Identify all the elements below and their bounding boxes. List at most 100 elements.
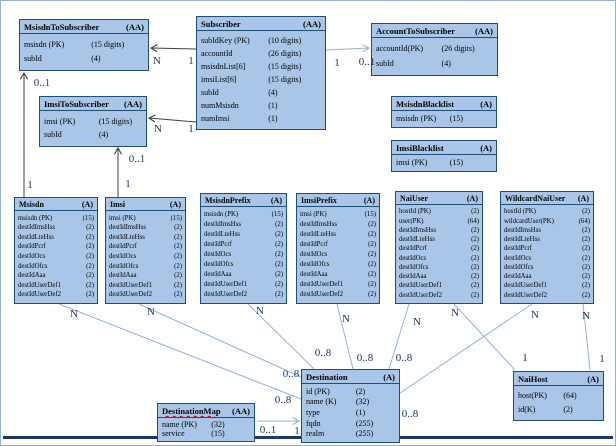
field-row: destIdPcrf(2) (109, 243, 182, 250)
field-name: id (PK) (306, 386, 330, 396)
field-size: (2) (368, 221, 376, 228)
entity-msisdn-prefix: MsisdnPrefix(A)msisdn (PK)(15)destIdImsH… (200, 193, 287, 304)
field-row: destIdOcs(2) (504, 255, 590, 262)
field-name: destIdOfcs (300, 261, 330, 268)
field-size: (15) (271, 211, 283, 218)
field-name: destIdLteHss (204, 231, 240, 238)
field-size: (10 digits) (268, 36, 302, 45)
field-row: name (PK)(32) (162, 420, 250, 429)
multiplicity-label: 0..8 (314, 347, 332, 359)
multiplicity-label: 1 (599, 353, 605, 365)
field-size: (2) (86, 243, 94, 251)
field-name: service (162, 429, 185, 439)
field-row: destIdAaa(2) (504, 273, 590, 280)
field-name: destIdLteHss (399, 236, 435, 244)
field-row: wildcardUser(PK)(64) (504, 218, 590, 225)
field-name: destIdUserDef1 (109, 281, 153, 289)
field-size: (64) (467, 217, 479, 225)
field-row: destIdImsHss(2) (504, 227, 590, 234)
field-row: id (PK)(2) (306, 387, 395, 396)
field-name: destIdOcs (109, 252, 137, 260)
field-row: imsi (PK)(15) (109, 215, 182, 222)
field-row: destIdUserDef2(2) (504, 292, 590, 299)
multiplicity-label: N (582, 310, 590, 322)
field-size: (255) (355, 418, 374, 428)
field-size: (2) (174, 243, 182, 251)
field-size: (2) (86, 281, 94, 289)
entity-nai-host: NaiHost(A) host(PK) (64) id(K)(2) (513, 371, 604, 421)
field-row: subIdKey (PK)(10 digits) (201, 36, 321, 45)
field-name: destIdOfcs (399, 263, 429, 271)
field-name: host(PK) (518, 391, 547, 401)
relationship-connector (138, 303, 302, 378)
entity-field-list: msisdn (PK)(15 digits)subId(4) (20, 34, 148, 70)
field-size: (2) (582, 263, 590, 271)
entity-name: Imsi (110, 200, 126, 209)
entity-field-list: imsi (PK)(15)destIdImsHss(2)destIdLteHss… (106, 211, 185, 303)
field-name: destIdOfcs (204, 261, 234, 268)
entity-title-bar: DestinationMap(AA) (158, 404, 254, 418)
field-name: destIdUserDef1 (204, 281, 248, 288)
entity-type-tag: (A) (480, 143, 492, 153)
field-row: destIdImsHss (2) (300, 221, 376, 228)
field-size: (2) (86, 262, 94, 270)
field-size: (2) (582, 245, 590, 253)
field-name: msisdnList[6] (201, 62, 246, 71)
field-row: id(K)(2) (518, 405, 599, 414)
entity-title-bar: ImsiPrefix(A) (297, 194, 379, 207)
relationship-connector (325, 44, 371, 53)
field-row: destIdOcs(2) (399, 255, 479, 262)
relationship-connector (58, 303, 302, 400)
field-name: destIdUserDef1 (399, 282, 443, 290)
field-name: destIdImsHss (300, 221, 338, 228)
field-size: (2) (471, 226, 479, 234)
field-size: (4) (268, 88, 278, 97)
multiplicity-label: 0..8 (401, 408, 419, 420)
field-name: destIdAaa (399, 273, 427, 281)
multiplicity-label: N (153, 55, 161, 67)
field-row: type(1) (306, 408, 395, 417)
field-row: destIdUserDef1(2) (300, 281, 376, 288)
field-name: accountId (201, 49, 233, 58)
field-size: (2) (174, 262, 182, 270)
field-row: numMsisdn(1) (201, 101, 321, 110)
field-row: destIdOfcs(2) (399, 264, 479, 271)
multiplicity-label: N (147, 306, 155, 318)
multiplicity-label: N (531, 309, 539, 321)
field-row: destIdPcrf(2) (204, 241, 283, 248)
field-row: destIdAaa(2) (204, 271, 283, 278)
field-name: msisdn (PK) (18, 214, 53, 222)
multiplicity-label: N (342, 313, 350, 325)
entity-title-bar: NaiHost(A) (514, 372, 603, 386)
field-name: destIdAaa (18, 272, 46, 280)
field-name: destIdPcrf (18, 243, 46, 251)
field-size: (2) (368, 261, 376, 268)
field-row: subId(4) (24, 54, 144, 63)
field-size: (64) (563, 391, 577, 401)
field-row: host(PK) (64) (518, 391, 599, 400)
field-size: (2) (582, 226, 590, 234)
field-size: (1) (268, 114, 278, 123)
field-name: destIdPcrf (504, 245, 532, 253)
field-name: destIdLteHss (109, 233, 145, 241)
field-row: accountId(PK)(26 digits) (376, 44, 493, 53)
entity-title-bar: MsisdnPrefix(A) (201, 194, 286, 207)
field-name: destIdLteHss (18, 233, 54, 241)
field-size: (2) (86, 291, 94, 299)
field-row: destIdPcrf(2) (399, 245, 479, 252)
field-name: destIdOfcs (18, 262, 48, 270)
entity-title-bar: ImsiBlacklist(A) (392, 141, 496, 155)
entity-imsi-blacklist: ImsiBlacklist(A)imsi (PK)(15) (391, 140, 497, 172)
field-row: imsi (PK)(15) (300, 211, 376, 218)
field-name: id(K) (518, 404, 536, 414)
entity-name: NaiUser (400, 194, 428, 203)
field-size: (15 digits) (268, 62, 302, 71)
field-name: numImsi (201, 114, 230, 123)
field-row: destIdOcs(2) (18, 253, 94, 260)
field-name: destIdPcrf (204, 241, 232, 248)
entity-field-list: subIdKey (PK)(10 digits)accountId(26 dig… (197, 31, 325, 129)
field-size: (2) (174, 252, 182, 260)
field-name: destIdUserDef1 (300, 281, 344, 288)
